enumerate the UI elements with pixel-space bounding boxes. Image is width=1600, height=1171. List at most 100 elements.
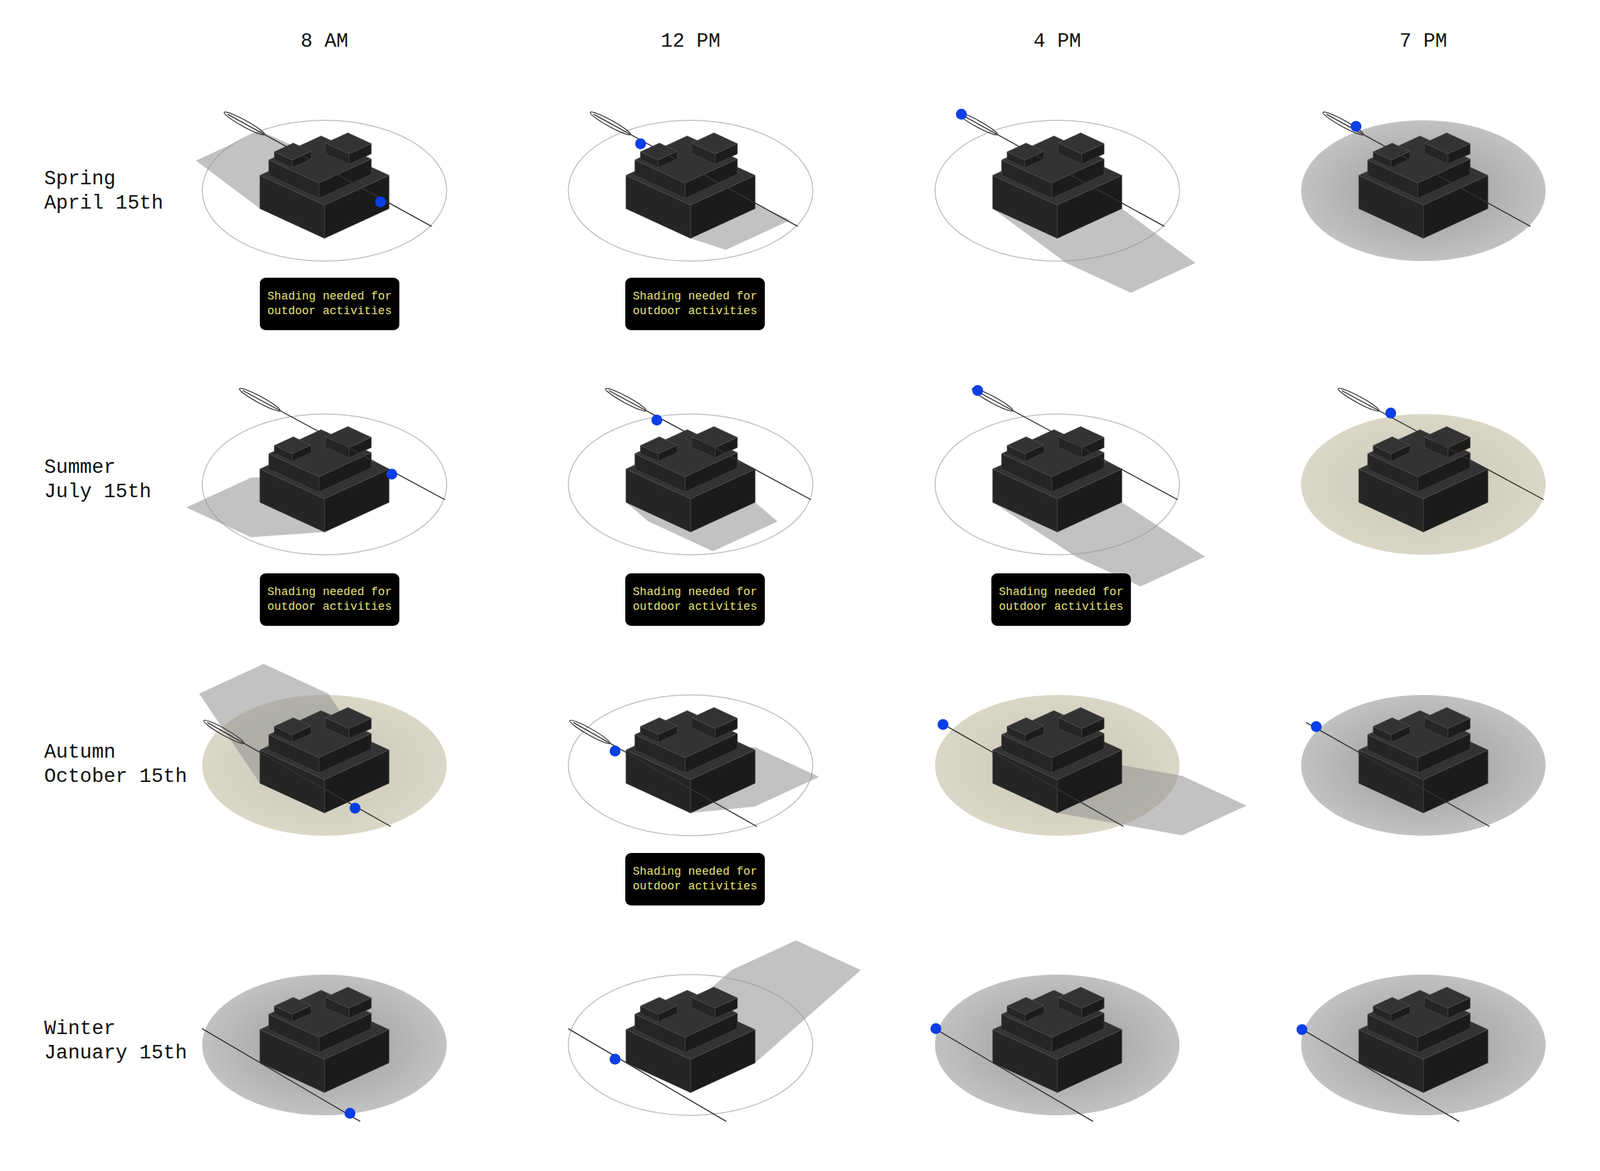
sun-study-cell	[1296, 974, 1546, 1122]
sun-study-cell	[930, 974, 1180, 1122]
building-roof	[691, 707, 738, 729]
shading-callout: Shading needed for outdoor activities	[625, 277, 765, 331]
sun-path-loop	[1321, 109, 1366, 137]
building-roof	[1058, 707, 1104, 729]
time-header: 4 PM	[1033, 30, 1081, 53]
sun-path	[608, 390, 811, 500]
building-roof	[1007, 718, 1044, 735]
building-roof	[1007, 997, 1044, 1015]
sun-study-cell	[202, 974, 447, 1122]
sun-path-loop	[238, 385, 282, 414]
sun-path	[960, 113, 1165, 226]
sun-study-cell	[568, 109, 813, 262]
building-roof	[640, 997, 678, 1015]
sun-path	[1326, 113, 1531, 226]
building-roof	[1373, 718, 1410, 735]
building-roof	[274, 437, 312, 454]
sun-path	[1341, 390, 1544, 500]
time-header: 7 PM	[1399, 30, 1448, 53]
sun-position	[609, 745, 621, 757]
building-roof	[274, 718, 312, 735]
season-label: Spring	[44, 167, 116, 191]
season-label: July 15th	[44, 480, 152, 504]
season-label: April 15th	[44, 192, 164, 215]
season-label: October 15th	[44, 765, 187, 788]
callout-text: Shading needed for outdoor activities	[996, 584, 1126, 616]
sun-path	[593, 113, 799, 226]
building-roof	[1007, 437, 1044, 454]
callout-text: Shading needed for outdoor activities	[630, 864, 760, 895]
sun-path	[207, 722, 392, 827]
sun-position	[344, 1107, 356, 1119]
sun-position	[956, 108, 968, 120]
site-ground	[1301, 695, 1546, 836]
sun-study-cell	[1301, 385, 1546, 555]
shading-callout: Shading needed for outdoor activities	[259, 573, 400, 626]
season-label: Summer	[44, 456, 116, 479]
building-roof	[325, 987, 372, 1009]
sun-path-loop	[1336, 385, 1381, 414]
callout-text: Shading needed for outdoor activities	[264, 289, 395, 320]
sun-study-cell	[935, 695, 1247, 836]
sun-position	[930, 1023, 942, 1035]
sun-path	[1301, 1028, 1460, 1122]
cast-shadow	[625, 940, 861, 1094]
shading-callout: Shading needed for outdoor activities	[625, 573, 765, 626]
building-roof	[1373, 437, 1410, 454]
building-roof	[691, 426, 738, 448]
building-roof	[325, 426, 372, 448]
sun-path-loop	[222, 109, 267, 137]
sun-path	[940, 722, 1124, 827]
sun-position	[972, 385, 984, 397]
sun-path	[975, 390, 1178, 500]
sun-study-cell	[568, 385, 813, 555]
building-roof	[1058, 987, 1104, 1009]
site-ground	[1301, 120, 1546, 262]
season-label: January 15th	[44, 1041, 187, 1065]
shading-callout: Shading needed for outdoor activities	[625, 853, 765, 906]
building-roof	[1058, 133, 1104, 155]
site-ground	[202, 974, 447, 1116]
sun-position	[651, 414, 663, 426]
sun-path	[935, 1028, 1094, 1122]
sun-study-cell	[568, 940, 861, 1122]
sun-position	[386, 469, 398, 480]
sun-study-cell	[568, 695, 820, 836]
sun-study-cell	[186, 385, 447, 555]
site-ground	[935, 974, 1180, 1116]
time-header: 12 PM	[660, 30, 720, 53]
sun-position	[634, 138, 646, 150]
cast-shadow	[199, 664, 390, 814]
sun-position	[937, 719, 949, 731]
sun-path-loop	[604, 385, 648, 414]
building-roof	[1373, 997, 1410, 1015]
building-roof	[691, 133, 738, 155]
sun-path	[568, 1028, 727, 1122]
time-header: 8 AM	[300, 30, 349, 53]
sun-path	[573, 722, 758, 827]
sun-path	[202, 1028, 361, 1122]
building-roof	[325, 133, 372, 155]
sun-study-cell	[935, 108, 1196, 293]
building-roof	[325, 707, 372, 729]
shading-callout: Shading needed for outdoor activities	[259, 277, 400, 331]
sun-study-cell	[1301, 695, 1546, 836]
sun-study-cell	[1301, 109, 1546, 262]
sun-position	[375, 196, 386, 208]
site-ground	[1301, 974, 1546, 1116]
building-roof	[640, 437, 678, 454]
sun-position	[1384, 407, 1396, 419]
sun-position	[1310, 721, 1322, 733]
building-roof	[640, 718, 678, 735]
building-roof	[691, 987, 738, 1009]
building-roof	[274, 997, 312, 1015]
cast-shadow	[195, 131, 390, 239]
sun-study-cell	[195, 109, 447, 262]
shading-callout: Shading needed for outdoor activities	[991, 573, 1131, 626]
callout-text: Shading needed for outdoor activities	[264, 584, 395, 616]
sun-study-cell	[935, 385, 1206, 587]
sun-position	[609, 1054, 621, 1065]
building-roof	[1424, 707, 1471, 729]
building-roof	[1424, 133, 1471, 155]
sun-position	[349, 802, 361, 814]
